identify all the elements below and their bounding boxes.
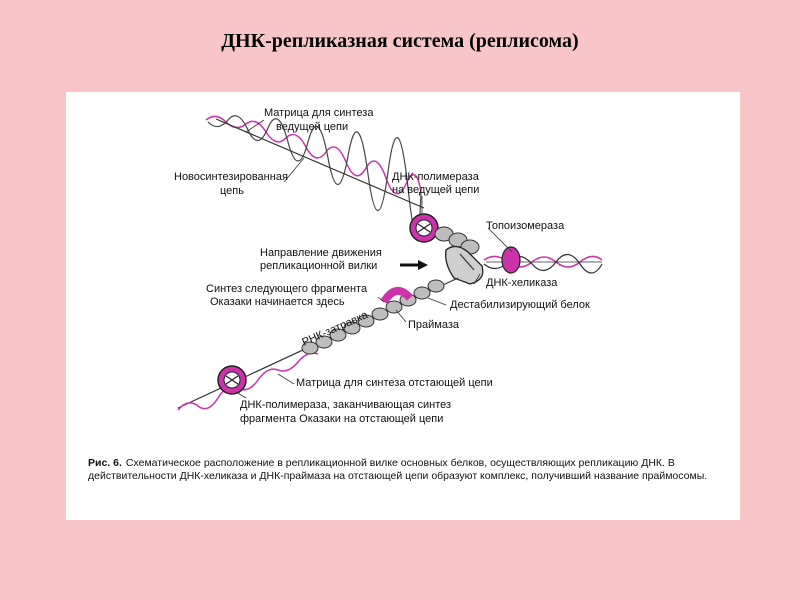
figure-caption: Рис. 6.Схематическое расположение в репл… bbox=[88, 457, 720, 483]
replisome-diagram: Матрица для синтеза ведущей цепи Новосин… bbox=[66, 92, 740, 452]
label-okazaki-start-2: Оказаки начинается здесь bbox=[210, 296, 345, 308]
label-pol-leading-1: ДНК-полимераза bbox=[392, 171, 480, 183]
caption-number: Рис. 6. bbox=[88, 457, 122, 469]
label-leading-template-1: Матрица для синтеза bbox=[264, 107, 374, 119]
label-topoisomerase: Топоизомераза bbox=[486, 220, 565, 232]
label-pol-lagging-1: ДНК-полимераза, заканчивающая синтез bbox=[240, 399, 451, 411]
replisome-figure: Матрица для синтеза ведущей цепи Новосин… bbox=[66, 92, 740, 520]
label-okazaki-start-1: Синтез следующего фрагмента bbox=[206, 283, 368, 295]
caption-text: Схематическое расположение в репликацион… bbox=[88, 457, 707, 482]
label-primase: Праймаза bbox=[408, 319, 460, 331]
label-lagging-template: Матрица для синтеза отстающей цепи bbox=[296, 377, 493, 389]
lagging-polymerase bbox=[218, 366, 246, 394]
slide-title: ДНК-репликазная система (реплисома) bbox=[0, 30, 800, 53]
fork-direction-arrow bbox=[400, 260, 428, 270]
label-direction-1: Направление движения bbox=[260, 247, 382, 259]
label-new-strand-1: Новосинтезированная bbox=[174, 171, 288, 183]
label-leading-template-2: ведущей цепи bbox=[276, 121, 348, 133]
label-ssb: Дестабилизирующий белок bbox=[450, 299, 590, 311]
label-pol-leading-2: на ведущей цепи bbox=[392, 184, 479, 196]
label-pol-lagging-2: фрагмента Оказаки на отстающей цепи bbox=[240, 413, 443, 425]
label-direction-2: репликационной вилки bbox=[260, 260, 377, 272]
label-new-strand-2: цепь bbox=[220, 185, 244, 197]
label-helicase: ДНК-хеликаза bbox=[486, 277, 558, 289]
leading-polymerase bbox=[410, 214, 438, 242]
